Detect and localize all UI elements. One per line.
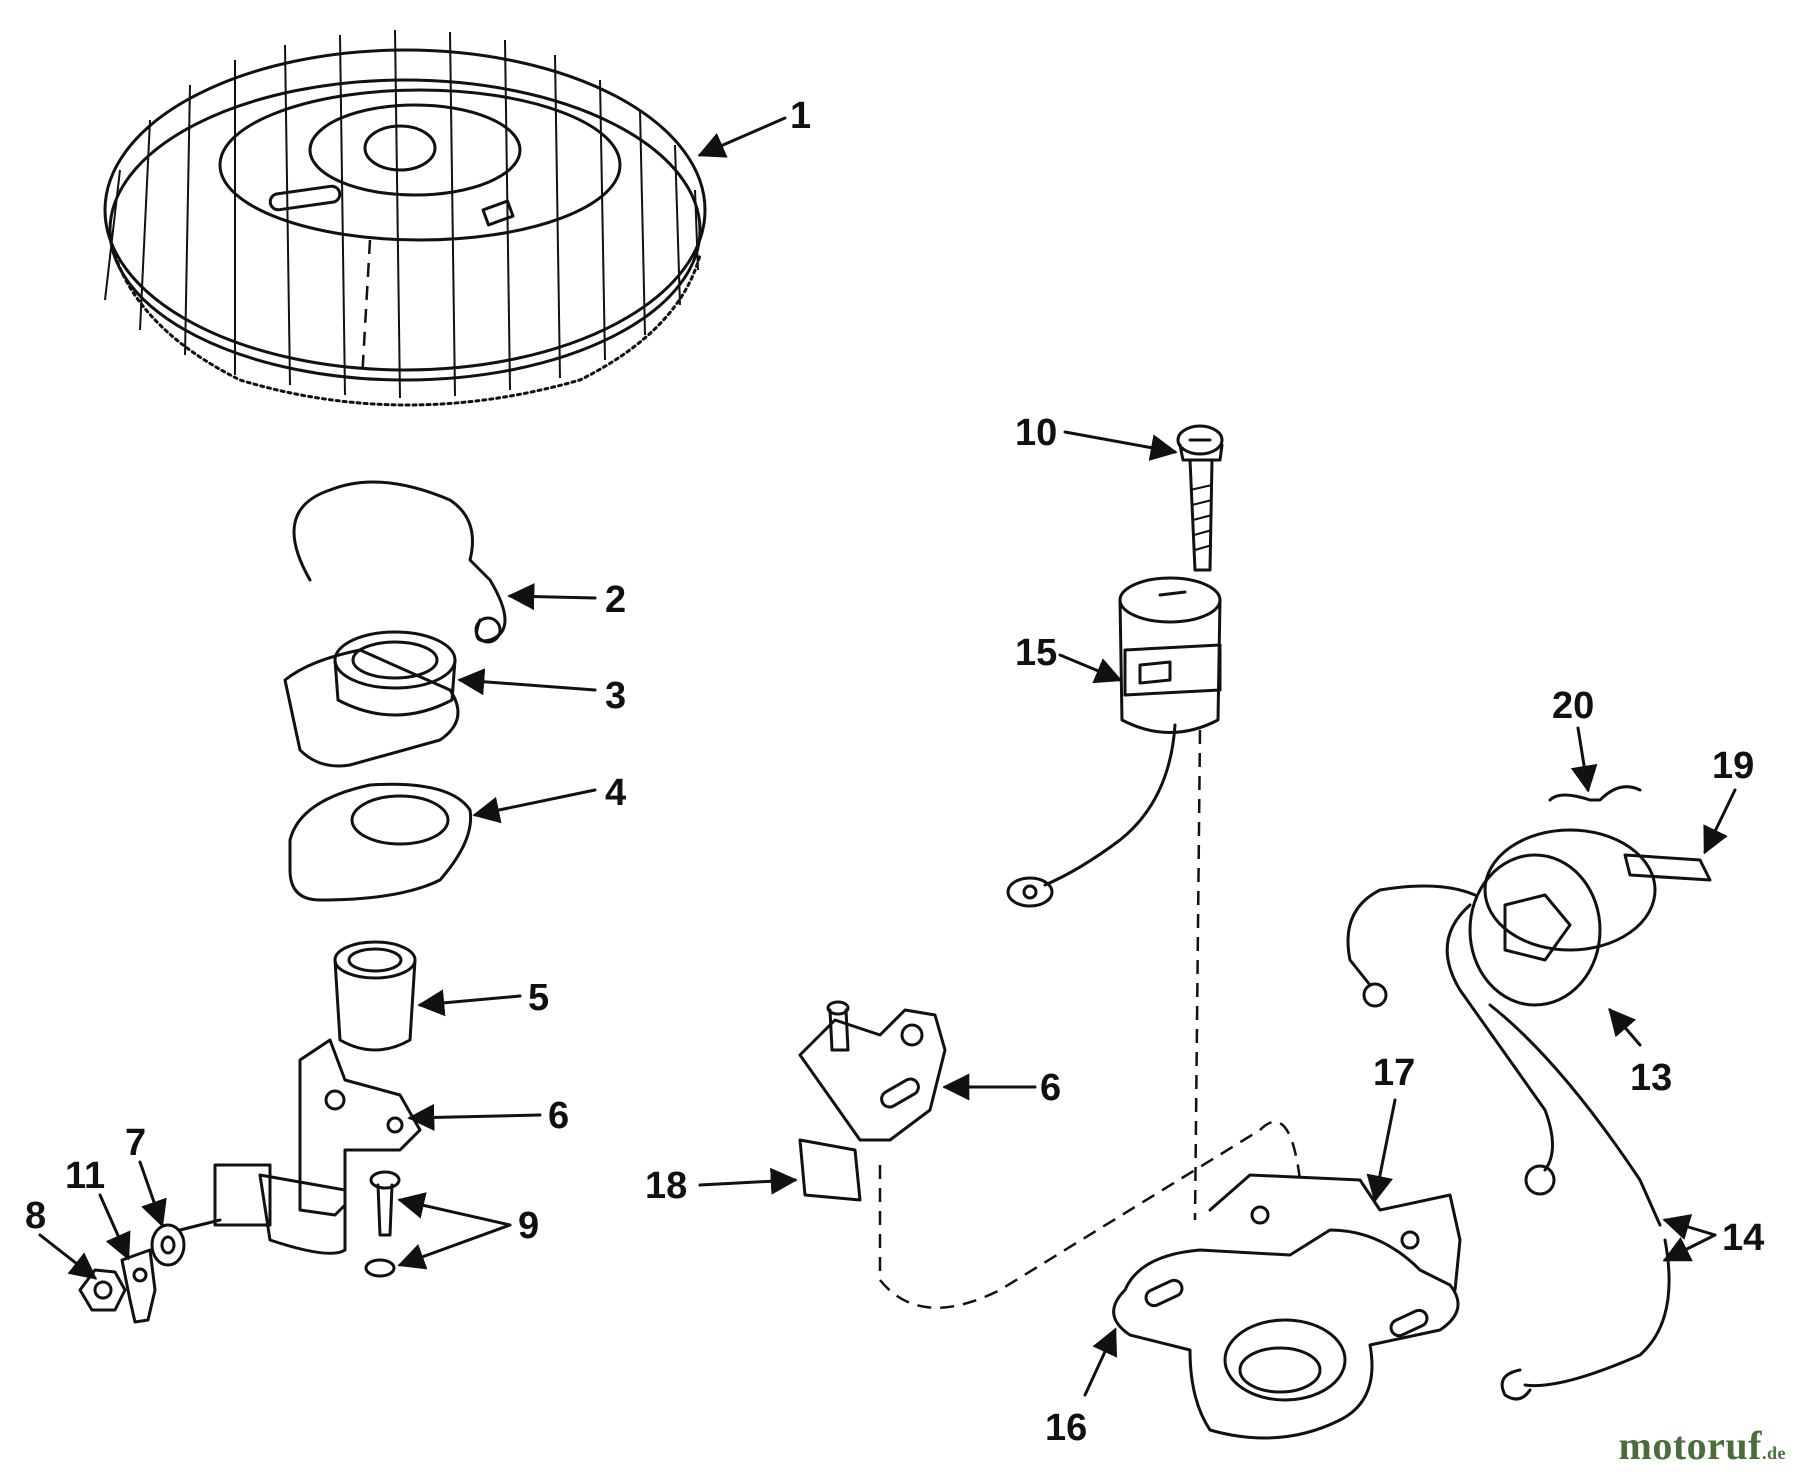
nut-part bbox=[78, 1268, 127, 1312]
callout-8: 8 bbox=[25, 1195, 46, 1237]
flywheel-part bbox=[103, 29, 707, 407]
screw-part bbox=[364, 1170, 401, 1278]
spring-clip-part bbox=[292, 480, 507, 644]
ignition-coil-part bbox=[1346, 828, 1657, 1196]
callout-14: 14 bbox=[1722, 1217, 1764, 1259]
callout-labels: 1 2 3 4 5 6 7 8 11 9 10 15 6 18 17 16 13… bbox=[25, 95, 1764, 1449]
bushing-part bbox=[333, 940, 417, 1052]
felt-wick-part bbox=[798, 1138, 862, 1202]
callout-5: 5 bbox=[528, 977, 549, 1019]
callout-7: 7 bbox=[125, 1122, 146, 1164]
callout-1: 1 bbox=[790, 95, 811, 137]
breaker-arm-part bbox=[178, 1038, 422, 1255]
callout-3: 3 bbox=[605, 675, 626, 717]
motoruf-watermark-logo: motoruf.de bbox=[1619, 1422, 1786, 1469]
insulator-plate-part bbox=[283, 630, 460, 768]
callout-11: 11 bbox=[65, 1155, 105, 1197]
terminal-part bbox=[120, 1248, 157, 1324]
washer-part bbox=[150, 1223, 186, 1267]
watermark-text: motoruf bbox=[1618, 1423, 1762, 1468]
callout-13: 13 bbox=[1630, 1057, 1672, 1099]
callout-20: 20 bbox=[1552, 685, 1594, 727]
spark-plug-lead-part bbox=[1488, 1003, 1671, 1401]
callout-4: 4 bbox=[605, 772, 626, 814]
assembly-line-plate bbox=[878, 1120, 1302, 1309]
gasket-part bbox=[288, 782, 473, 902]
leader-lines bbox=[38, 116, 1737, 1397]
callout-15: 15 bbox=[1015, 632, 1057, 674]
assembly-line-condenser bbox=[1193, 729, 1202, 1221]
watermark-domain: .de bbox=[1762, 1443, 1786, 1463]
callout-10: 10 bbox=[1015, 412, 1057, 454]
breaker-box-part bbox=[1112, 1173, 1462, 1440]
condenser-screw-part bbox=[1176, 424, 1224, 572]
callout-16: 16 bbox=[1045, 1407, 1087, 1449]
wire-spring-part bbox=[1548, 785, 1642, 802]
callout-2: 2 bbox=[605, 579, 626, 621]
callout-6-left: 6 bbox=[548, 1095, 569, 1137]
callout-6-right: 6 bbox=[1040, 1067, 1061, 1109]
condenser-part bbox=[1006, 576, 1222, 908]
breaker-plate-part bbox=[798, 1000, 947, 1142]
clip-part bbox=[1623, 853, 1712, 882]
callout-19: 19 bbox=[1712, 745, 1754, 787]
callout-9: 9 bbox=[518, 1205, 539, 1247]
callout-18: 18 bbox=[645, 1165, 687, 1207]
callout-17: 17 bbox=[1373, 1052, 1415, 1094]
